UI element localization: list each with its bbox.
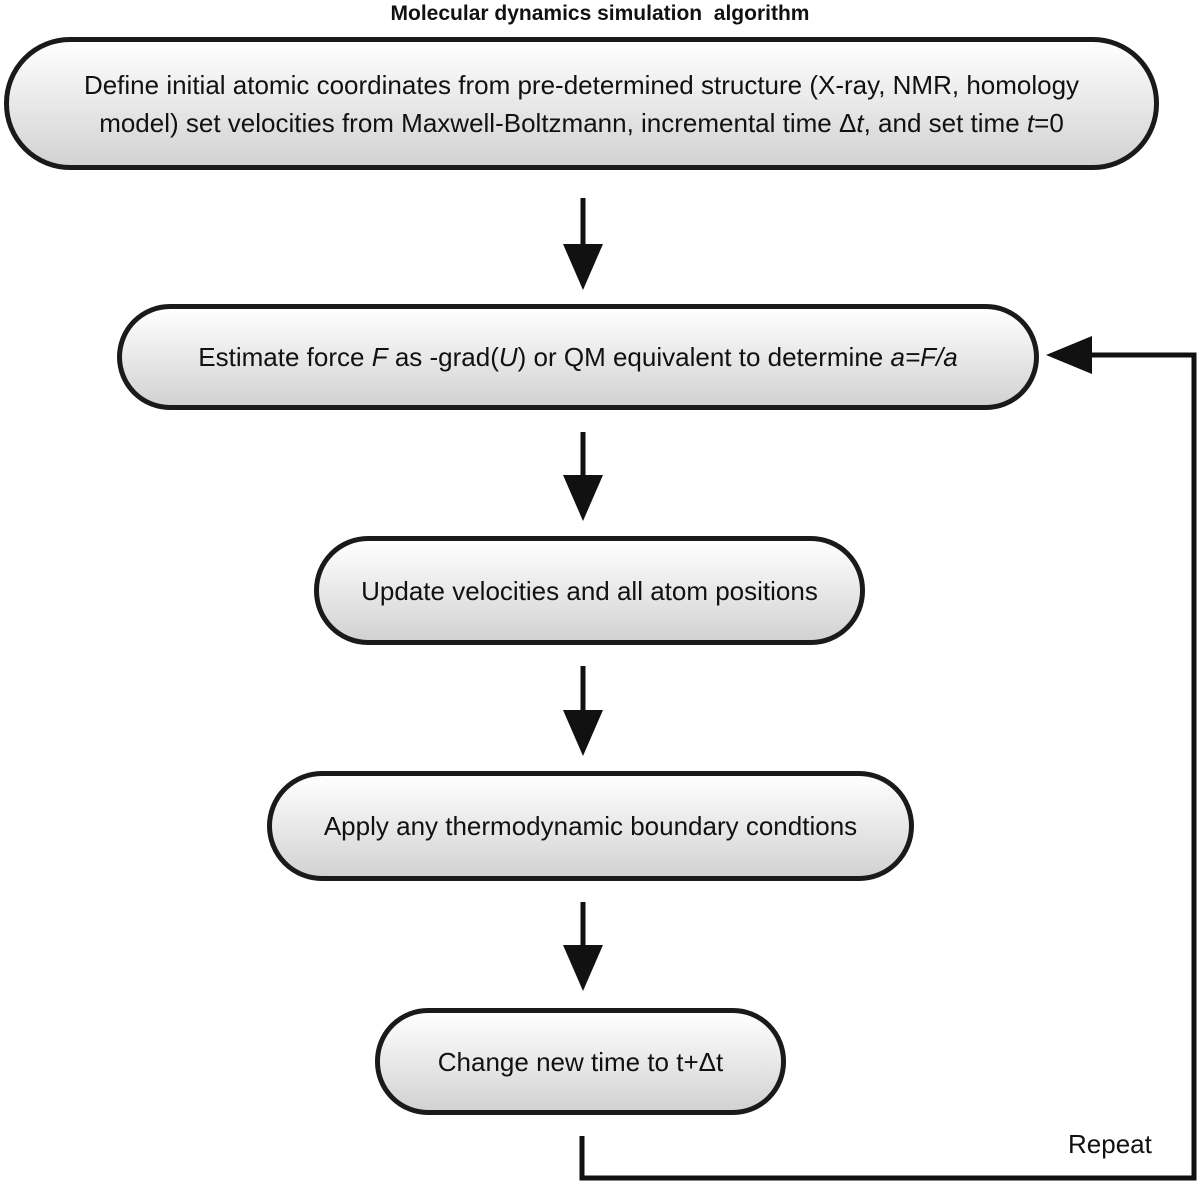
line2-part-a: model) set velocities from Maxwell-Boltz… [99, 107, 857, 138]
line2-part-b: t [856, 107, 864, 138]
step-boundary-conditions: Apply any thermodynamic boundary condtio… [267, 771, 914, 881]
force-part-b: F [371, 342, 388, 372]
step-initialize-line1: Define initial atomic coordinates from p… [83, 69, 1080, 100]
force-part-c: as -grad( [387, 342, 499, 372]
step-advance-time: Change new time to t+Δt [375, 1008, 786, 1115]
arrow-down-3 [563, 666, 603, 756]
step-update-positions-text: Update velocities and all atom positions [361, 575, 818, 606]
repeat-loop-arrowhead [1046, 336, 1092, 374]
repeat-loop-connector [579, 336, 1197, 1181]
line2-part-e: =0 [1034, 107, 1064, 138]
force-part-e: ) or QM equivalent to determine [517, 342, 891, 372]
step-initialize-text: Define initial atomic coordinates from p… [70, 66, 1093, 142]
repeat-label: Repeat [1068, 1129, 1152, 1159]
force-part-a: Estimate force [198, 342, 372, 372]
force-part-d: U [498, 342, 518, 372]
arrow-down-4 [563, 902, 603, 991]
line2-part-d: t [1026, 107, 1035, 138]
arrow-down-2 [563, 432, 603, 521]
force-part-f: a=F/a [890, 342, 958, 372]
step-update-positions: Update velocities and all atom positions [314, 536, 865, 645]
line2-part-c: , and set time [863, 107, 1027, 138]
arrow-down-1 [563, 198, 603, 290]
step-estimate-force: Estimate force F as -grad(U) or QM equiv… [117, 304, 1039, 410]
step-advance-time-text: Change new time to t+Δt [437, 1046, 724, 1077]
step-initialize-line2: model) set velocities from Maxwell-Boltz… [99, 108, 1064, 138]
step-estimate-force-text: Estimate force F as -grad(U) or QM equiv… [184, 338, 971, 376]
step-initialize: Define initial atomic coordinates from p… [4, 37, 1159, 170]
step-boundary-conditions-text: Apply any thermodynamic boundary condtio… [323, 811, 858, 841]
diagram-title: Molecular dynamics simulation algorithm [390, 2, 810, 25]
